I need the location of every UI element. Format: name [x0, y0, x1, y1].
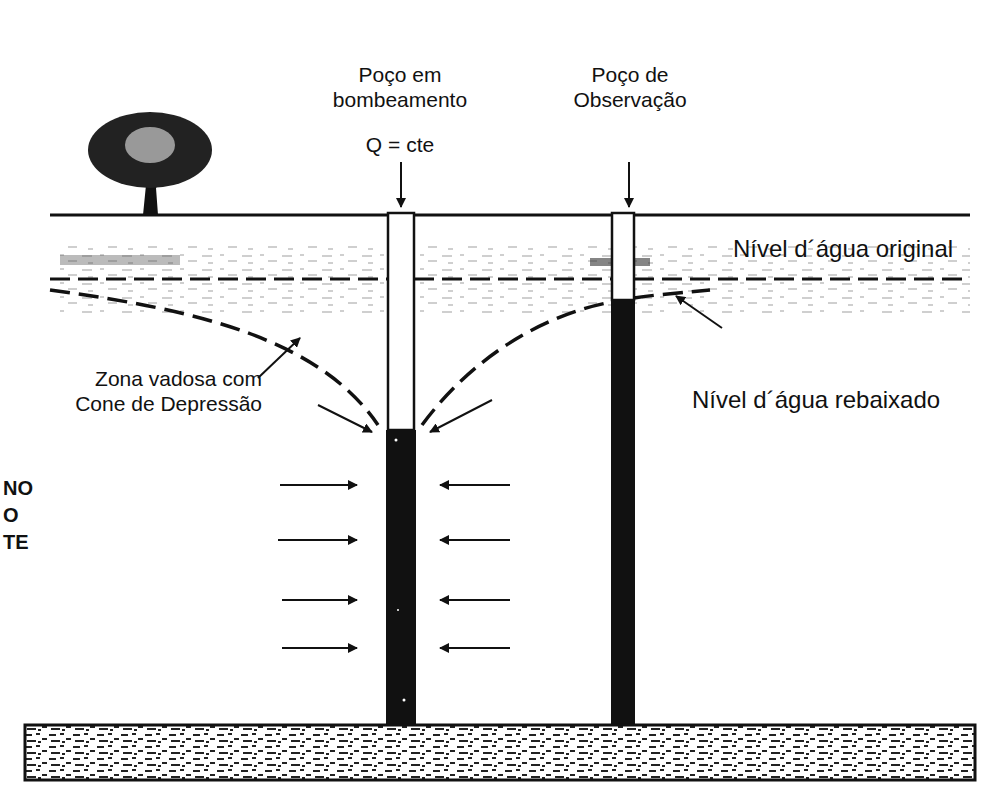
pumping-well-screen [386, 430, 416, 727]
aquifer-label: TE [3, 530, 63, 554]
impermeable-base [25, 725, 975, 780]
pump-arrow [400, 162, 402, 207]
water-level-label: Nível d´água rebaixado [692, 386, 992, 415]
tree [88, 112, 212, 215]
pumping-well-casing [388, 213, 414, 430]
zone-label: Zona vadosa com Cone de Depressão [72, 366, 262, 416]
aquifer-label: NO [3, 476, 63, 500]
flow-arrows [258, 296, 722, 648]
well-label: Poço de Observação [555, 62, 705, 112]
observation-arrow [628, 162, 630, 207]
cone-of-depression [422, 290, 710, 425]
observation-well-water [611, 300, 635, 727]
well-label: Poço em bombeamento [330, 62, 470, 112]
observation-well-casing [612, 213, 634, 300]
ground-surface [50, 214, 970, 217]
water-level-label: Nível d´água original [733, 235, 998, 264]
original-water-level [50, 278, 970, 281]
cone-of-depression [50, 290, 378, 425]
aquifer-label: O [3, 503, 63, 527]
flow-rate-label: Q = cte [350, 132, 450, 157]
